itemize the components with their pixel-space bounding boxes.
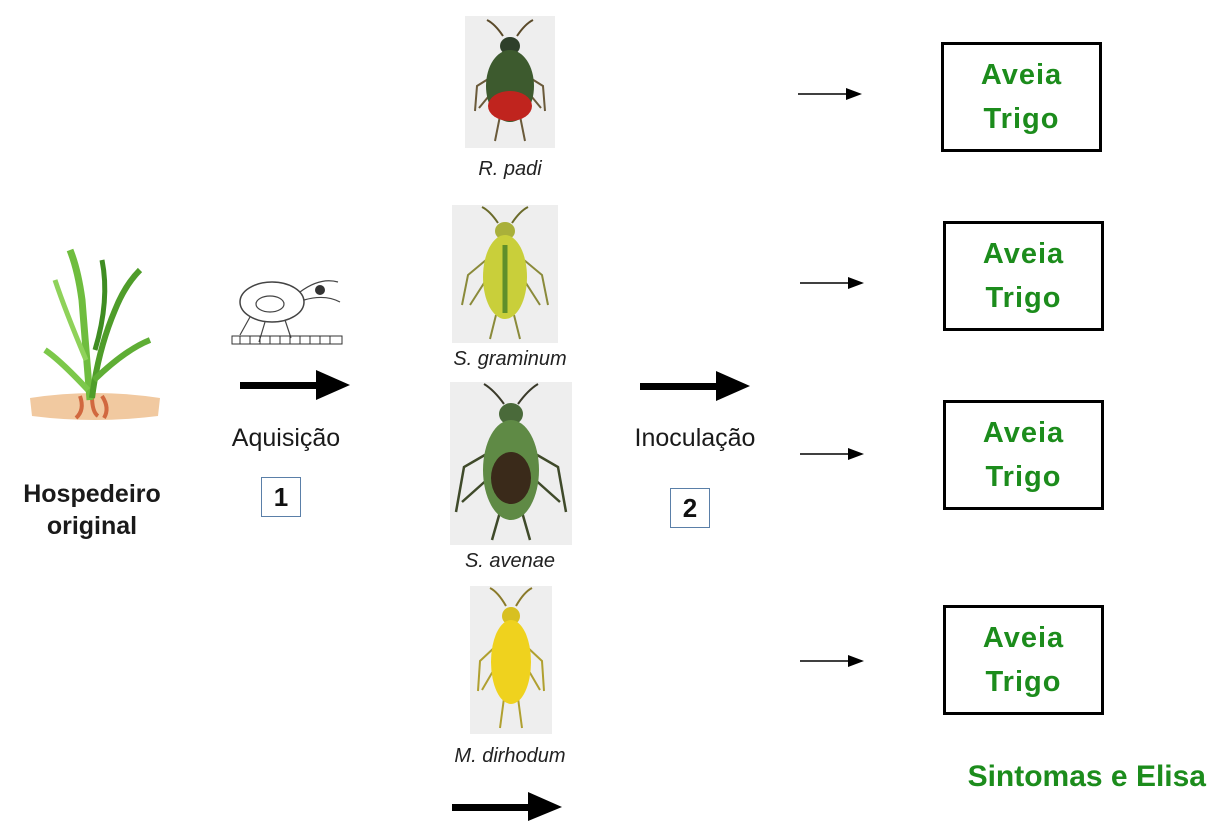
small-arrow-icon: [800, 654, 864, 668]
aphid-image-m-dirhodum: [470, 586, 552, 734]
result-line-2: Trigo: [986, 455, 1062, 499]
result-line-1: Aveia: [983, 411, 1064, 455]
aphid-image-s-avenae: [450, 382, 572, 545]
aphid-icon: [470, 586, 552, 734]
result-box: Aveia Trigo: [943, 605, 1104, 715]
result-box: Aveia Trigo: [943, 400, 1104, 510]
aphid-sketch-illustration: [230, 262, 345, 352]
footer-label: Sintomas e Elisa: [934, 760, 1206, 794]
step-number-box: 1: [261, 477, 301, 517]
result-box: Aveia Trigo: [943, 221, 1104, 331]
aphid-icon: [450, 382, 572, 545]
step-label-inoculation: Inoculação: [610, 424, 780, 453]
aphid-name-s-avenae: S. avenae: [410, 550, 610, 573]
step-number-box: 2: [670, 488, 710, 528]
step-label-acquisition: Aquisição: [206, 424, 366, 453]
host-label: Hospedeiro original: [8, 478, 176, 542]
result-box: Aveia Trigo: [941, 42, 1102, 152]
result-line-2: Trigo: [986, 276, 1062, 320]
aphid-icon: [465, 16, 555, 148]
wheat-plant-illustration: [20, 240, 170, 435]
aphid-name-r-padi: R. padi: [410, 158, 610, 181]
small-arrow-icon: [798, 87, 862, 101]
small-arrow-icon: [800, 276, 864, 290]
arrow-right-icon: [452, 792, 562, 821]
result-line-1: Aveia: [983, 232, 1064, 276]
aphid-image-r-padi: [465, 16, 555, 148]
aphid-icon: [452, 205, 558, 343]
aphid-image-s-graminum: [452, 205, 558, 343]
small-arrow-icon: [800, 447, 864, 461]
result-line-1: Aveia: [981, 53, 1062, 97]
arrow-right-icon: [640, 369, 750, 403]
arrow-right-icon: [240, 368, 350, 402]
aphid-name-s-graminum: S. graminum: [410, 348, 610, 371]
aphid-name-m-dirhodum: M. dirhodum: [410, 745, 610, 768]
result-line-1: Aveia: [983, 616, 1064, 660]
result-line-2: Trigo: [986, 660, 1062, 704]
result-line-2: Trigo: [984, 97, 1060, 141]
